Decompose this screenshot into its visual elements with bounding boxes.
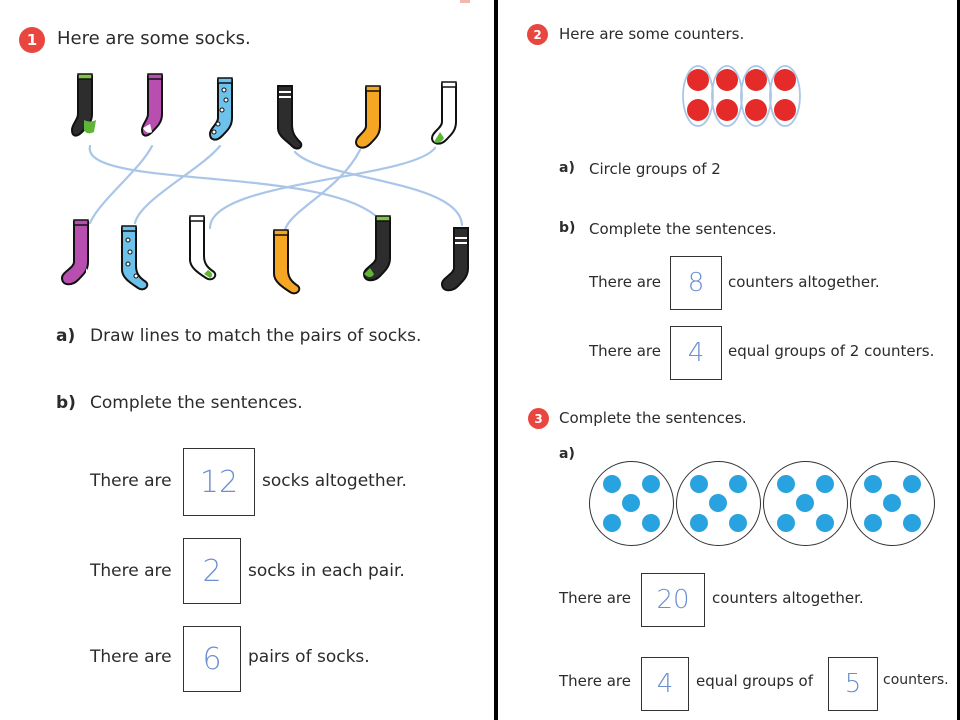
answer-box[interactable]: 4	[641, 657, 689, 711]
sentence-prefix: There are	[589, 342, 661, 360]
question-number-badge: 3	[528, 408, 549, 429]
sock-icon	[273, 229, 301, 295]
sentence-suffix: pairs of socks.	[248, 647, 370, 667]
sentence-prefix: There are	[90, 471, 172, 491]
sock-icon	[208, 77, 233, 141]
sentence-prefix: There are	[90, 561, 172, 581]
answer-box[interactable]: 5	[828, 657, 878, 711]
blue-counter-icon	[796, 494, 814, 512]
sock-icon	[362, 215, 391, 282]
part-b-text: Complete the sentences.	[589, 220, 777, 238]
counter-plate	[676, 461, 761, 546]
answer-box[interactable]: 20	[641, 573, 705, 627]
blue-counter-icon	[690, 514, 708, 532]
question-number-badge: 1	[19, 27, 45, 53]
match-lines	[88, 144, 464, 232]
sock-icon	[277, 85, 303, 150]
blue-counter-icon	[729, 514, 747, 532]
question-number-badge: 2	[527, 24, 548, 45]
red-counters-grid	[682, 65, 801, 127]
sentence-prefix: There are	[589, 273, 661, 291]
part-b-text: Complete the sentences.	[90, 393, 303, 413]
question-title: Here are some counters.	[559, 25, 745, 43]
blue-counter-icon	[816, 514, 834, 532]
sentence-prefix: There are	[90, 647, 172, 667]
sock-icon	[430, 81, 457, 145]
top-edge-mark	[460, 0, 470, 3]
blue-counter-icon	[603, 475, 621, 493]
blue-counter-icon	[729, 475, 747, 493]
blue-counter-icon	[864, 514, 882, 532]
blue-counter-icon	[642, 514, 660, 532]
answer-box[interactable]: 12	[183, 448, 255, 516]
part-a-text: Circle groups of 2	[589, 160, 721, 178]
answer-box[interactable]: 8	[670, 256, 722, 310]
counter-plate	[589, 461, 674, 546]
page-border	[957, 0, 960, 720]
part-a-label: a)	[56, 326, 76, 346]
page-divider	[494, 0, 498, 720]
part-a-label: a)	[559, 160, 575, 176]
sock-icon	[140, 73, 163, 137]
answer-box[interactable]: 2	[183, 538, 241, 604]
sentence-prefix: There are	[559, 589, 631, 607]
blue-counter-icon	[709, 494, 727, 512]
part-b-label: b)	[559, 220, 576, 236]
sentence-suffix: counters altogether.	[728, 273, 880, 291]
counter-plate	[850, 461, 935, 546]
sock-icon	[60, 219, 90, 286]
blue-counter-icon	[777, 475, 795, 493]
blue-counter-icon	[864, 475, 882, 493]
sock-icon	[440, 227, 469, 292]
sentence-suffix: equal groups of 2 counters.	[728, 342, 935, 360]
question-title: Here are some socks.	[57, 28, 251, 49]
counter-plate	[763, 461, 848, 546]
part-a-text: Draw lines to match the pairs of socks.	[90, 326, 422, 346]
blue-counter-icon	[883, 494, 901, 512]
blue-counter-icon	[816, 475, 834, 493]
sentence-suffix: socks altogether.	[262, 471, 407, 491]
answer-box[interactable]: 6	[183, 626, 241, 692]
sock-icon	[189, 215, 217, 281]
sock-icon	[70, 73, 96, 137]
blue-counter-icon	[903, 475, 921, 493]
blue-counter-icon	[690, 475, 708, 493]
blue-counter-icon	[777, 514, 795, 532]
blue-counter-icon	[603, 514, 621, 532]
sock-icon	[121, 225, 149, 291]
part-b-label: b)	[56, 393, 76, 413]
sentence-suffix: counters altogether.	[712, 589, 864, 607]
sentence-suffix: counters.	[883, 672, 949, 688]
sentence-prefix: There are	[559, 672, 631, 690]
part-a-label: a)	[559, 446, 575, 462]
blue-counter-icon	[642, 475, 660, 493]
blue-counter-icon	[903, 514, 921, 532]
blue-counter-icon	[622, 494, 640, 512]
sock-icon	[354, 85, 381, 149]
question-title: Complete the sentences.	[559, 409, 747, 427]
sentence-middle: equal groups of	[696, 672, 813, 690]
sentence-suffix: socks in each pair.	[248, 561, 405, 581]
answer-box[interactable]: 4	[670, 326, 722, 380]
